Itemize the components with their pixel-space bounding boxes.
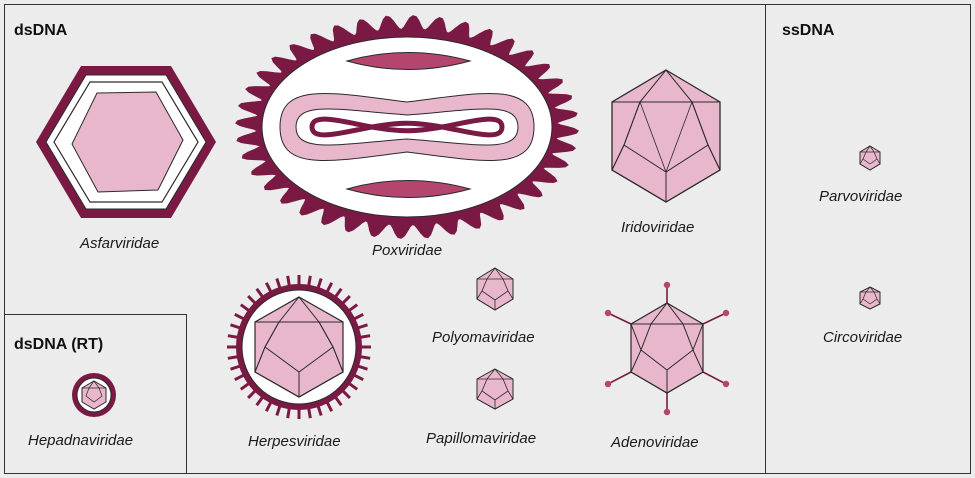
papillomaviridae-label: Papillomaviridae bbox=[426, 430, 536, 447]
polyomaviridae-label: Polyomaviridae bbox=[432, 329, 535, 346]
polyomaviridae-virion bbox=[477, 268, 513, 310]
parvoviridae-label: Parvoviridae bbox=[819, 188, 902, 205]
poxviridae-virion bbox=[237, 16, 578, 238]
hepadnaviridae-label: Hepadnaviridae bbox=[28, 432, 133, 449]
asfarviridae-label: Asfarviridae bbox=[80, 235, 159, 252]
circoviridae-label: Circoviridae bbox=[823, 329, 902, 346]
parvoviridae-virion bbox=[860, 146, 880, 170]
ssdna-heading: ssDNA bbox=[782, 22, 834, 40]
adenoviridae-virion bbox=[605, 282, 729, 415]
dsdna-heading: dsDNA bbox=[14, 22, 67, 40]
circoviridae-virion bbox=[860, 287, 880, 309]
asfarviridae-virion bbox=[36, 66, 216, 218]
dsdna-rt-heading: dsDNA (RT) bbox=[14, 336, 103, 354]
iridoviridae-label: Iridoviridae bbox=[621, 219, 694, 236]
herpesviridae-virion bbox=[227, 275, 371, 419]
poxviridae-label: Poxviridae bbox=[372, 242, 442, 259]
hepadnaviridae-virion bbox=[72, 373, 116, 417]
iridoviridae-virion bbox=[612, 70, 720, 202]
papillomaviridae-virion bbox=[477, 369, 513, 409]
adenoviridae-label: Adenoviridae bbox=[611, 434, 699, 451]
herpesviridae-label: Herpesviridae bbox=[248, 433, 341, 450]
